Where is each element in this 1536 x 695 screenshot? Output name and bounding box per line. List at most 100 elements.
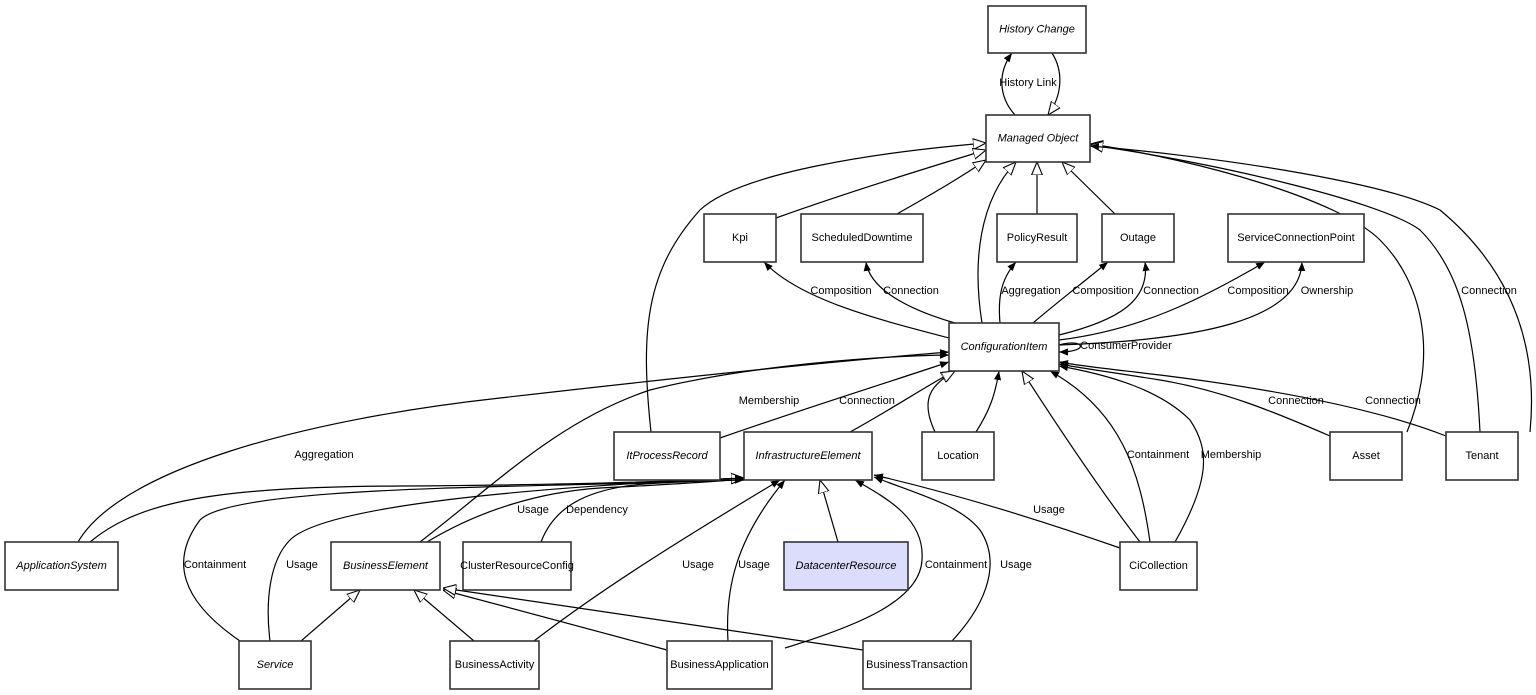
association-edge-configuration-item-to-service-connection-point: [1058, 261, 1306, 346]
association-edge-ci-collection-to-configuration-item: [1049, 370, 1151, 543]
class-name: ClusterResourceConfig: [460, 560, 574, 572]
class-node-business-application[interactable]: BusinessApplication: [666, 640, 773, 690]
association-edge-location-to-configuration-item: [975, 370, 1002, 433]
class-name: Kpi: [732, 232, 748, 244]
edge-label-connection: Connection: [883, 285, 939, 297]
class-name: History Change: [999, 23, 1075, 35]
edge-label-membership: Membership: [1201, 449, 1262, 461]
inheritance-edge-outage-to-managed-object: [1062, 162, 1116, 215]
class-box[interactable]: [1119, 541, 1198, 591]
class-name: Asset: [1352, 450, 1380, 462]
class-name: Location: [937, 450, 979, 462]
edge-label-connection: Connection: [1143, 285, 1199, 297]
class-box[interactable]: [4, 541, 119, 591]
class-name: ConfigurationItem: [961, 341, 1048, 353]
class-box[interactable]: [948, 322, 1060, 372]
association-edge-configuration-item-to-service-connection-point: [1058, 261, 1266, 341]
class-name: ServiceConnectionPoint: [1237, 232, 1354, 244]
class-node-service-connection-point[interactable]: ServiceConnectionPoint: [1227, 213, 1365, 263]
class-node-configuration-item[interactable]: ConfigurationItem: [948, 322, 1060, 372]
class-box[interactable]: [1445, 431, 1519, 481]
class-node-asset[interactable]: Asset: [1329, 431, 1403, 481]
association-edge-ci-collection-to-configuration-item: [1058, 364, 1205, 543]
class-box[interactable]: [985, 114, 1091, 163]
class-name: BusinessElement: [343, 560, 429, 572]
class-name: CiCollection: [1129, 560, 1188, 572]
edge-label-usage: Usage: [1000, 559, 1032, 571]
class-box[interactable]: [1227, 213, 1365, 263]
association-edge-configuration-item-to-policy-result: [998, 261, 1017, 324]
association-edge-managed-object-to-history-change: [1001, 52, 1016, 116]
class-box[interactable]: [613, 431, 721, 481]
edge-label-dependency: Dependency: [566, 504, 628, 516]
class-name: BusinessActivity: [455, 659, 535, 671]
inheritance-edge-datacenter-resource-to-infrastructure-element: [820, 480, 839, 543]
class-box[interactable]: [238, 640, 312, 690]
class-box[interactable]: [449, 640, 540, 690]
class-box[interactable]: [666, 640, 773, 690]
edge-label-containment: Containment: [184, 559, 246, 571]
class-node-business-element[interactable]: BusinessElement: [330, 541, 441, 591]
edge-label-containment: Containment: [1127, 449, 1189, 461]
class-node-service[interactable]: Service: [238, 640, 312, 690]
class-name: DatacenterResource: [796, 560, 897, 572]
association-edge-configuration-item-to-configuration-item: [1058, 342, 1081, 356]
class-node-history-change[interactable]: History Change: [987, 5, 1087, 54]
class-box[interactable]: [703, 213, 777, 263]
class-node-infrastructure-element[interactable]: InfrastructureElement: [743, 431, 873, 481]
class-node-it-process-record[interactable]: ItProcessRecord: [613, 431, 721, 481]
inheritance-edge-service-to-business-element: [300, 590, 360, 642]
class-node-managed-object[interactable]: Managed Object: [985, 114, 1091, 163]
class-box[interactable]: [330, 541, 441, 591]
class-box[interactable]: [783, 541, 909, 591]
inheritance-edge-business-transaction-to-business-element: [443, 588, 864, 651]
class-node-outage[interactable]: Outage: [1101, 213, 1175, 263]
inheritance-edge-location-to-configuration-item: [927, 371, 955, 433]
class-box[interactable]: [996, 213, 1078, 263]
class-node-business-transaction[interactable]: BusinessTransaction: [862, 640, 972, 690]
edge-label-connection: Connection: [1268, 395, 1324, 407]
class-node-application-system[interactable]: ApplicationSystem: [4, 541, 119, 591]
edge-label-usage: Usage: [286, 559, 318, 571]
edge-label-connection: Connection: [1365, 395, 1421, 407]
class-box[interactable]: [987, 5, 1087, 54]
class-node-cluster-resource-config[interactable]: ClusterResourceConfig: [460, 541, 574, 591]
class-node-datacenter-resource[interactable]: DatacenterResource: [783, 541, 909, 591]
class-box[interactable]: [921, 431, 995, 481]
class-box[interactable]: [1329, 431, 1403, 481]
class-box[interactable]: [743, 431, 873, 481]
edge-label-composition: Composition: [1072, 285, 1133, 297]
association-edge-configuration-item-to-outage: [1032, 261, 1109, 324]
association-edge-business-application-to-infrastructure-element: [784, 479, 923, 649]
inheritance-edge-scheduled-downtime-to-managed-object: [896, 160, 986, 215]
class-node-location[interactable]: Location: [921, 431, 995, 481]
class-node-tenant[interactable]: Tenant: [1445, 431, 1519, 481]
association-edge-it-process-record-to-configuration-item: [719, 361, 950, 439]
class-name: ItProcessRecord: [626, 450, 708, 462]
edge-label-connection: Connection: [1461, 285, 1517, 297]
class-name: ApplicationSystem: [15, 560, 107, 572]
edges-layer: [77, 52, 1533, 651]
class-node-ci-collection[interactable]: CiCollection: [1119, 541, 1198, 591]
class-node-scheduled-downtime[interactable]: ScheduledDowntime: [800, 213, 924, 263]
inheritance-edge-business-activity-to-business-element: [414, 590, 475, 642]
class-box[interactable]: [462, 541, 572, 591]
inheritance-edge-business-application-to-business-element: [443, 590, 668, 651]
edge-label-usage: Usage: [682, 559, 714, 571]
association-edge-tenant-to-managed-object: [1089, 143, 1533, 433]
association-edge-business-element-to-infrastructure-element: [426, 476, 745, 543]
inheritance-edge-application-system-to-infrastructure-element: [89, 478, 744, 543]
class-node-kpi[interactable]: Kpi: [703, 213, 777, 263]
class-node-business-activity[interactable]: BusinessActivity: [449, 640, 540, 690]
class-box[interactable]: [862, 640, 972, 690]
edge-label-usage: Usage: [517, 504, 549, 516]
class-name: PolicyResult: [1007, 232, 1068, 244]
class-node-policy-result[interactable]: PolicyResult: [996, 213, 1078, 263]
class-box[interactable]: [1101, 213, 1175, 263]
edge-label-aggregation: Aggregation: [1001, 285, 1060, 297]
class-name: InfrastructureElement: [755, 450, 861, 462]
class-box[interactable]: [800, 213, 924, 263]
edge-label-containment: Containment: [925, 559, 987, 571]
association-edge-tenant-to-configuration-item: [1058, 360, 1447, 437]
